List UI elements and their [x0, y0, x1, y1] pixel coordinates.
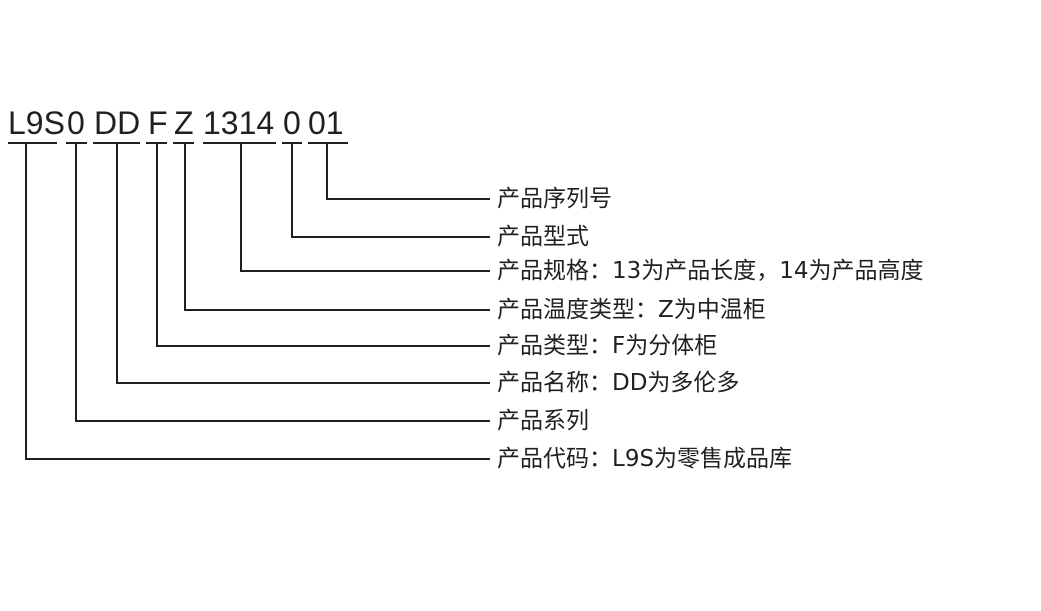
label-product-code: 产品代码：L9S为零售成品库: [497, 446, 793, 472]
label-name: 产品名称：DD为多伦多: [497, 370, 740, 396]
code-segment-product-code: L9S: [8, 105, 65, 141]
label-model: 产品型式: [497, 224, 589, 250]
code-segment-name: DD: [94, 105, 141, 141]
code-segment-type: F: [148, 105, 168, 141]
label-spec: 产品规格：13为产品长度，14为产品高度: [497, 258, 924, 284]
leader-line: [326, 143, 490, 200]
leader-line: [291, 143, 490, 238]
code-segment-serial: 01: [308, 105, 344, 141]
leader-line: [240, 143, 490, 272]
label-temperature: 产品温度类型：Z为中温柜: [497, 297, 766, 323]
code-segment-spec: 1314: [203, 105, 275, 141]
label-series: 产品系列: [497, 408, 589, 434]
leader-line: [116, 143, 490, 384]
label-serial: 产品序列号: [497, 186, 612, 212]
label-type: 产品类型：F为分体柜: [497, 333, 718, 359]
leader-line: [156, 143, 490, 347]
leader-line: [184, 143, 490, 311]
leader-line: [25, 143, 490, 460]
code-segment-series: 0: [67, 105, 85, 141]
leader-line: [75, 143, 490, 422]
code-segment-model: 0: [283, 105, 301, 141]
code-segment-temperature: Z: [174, 105, 194, 141]
